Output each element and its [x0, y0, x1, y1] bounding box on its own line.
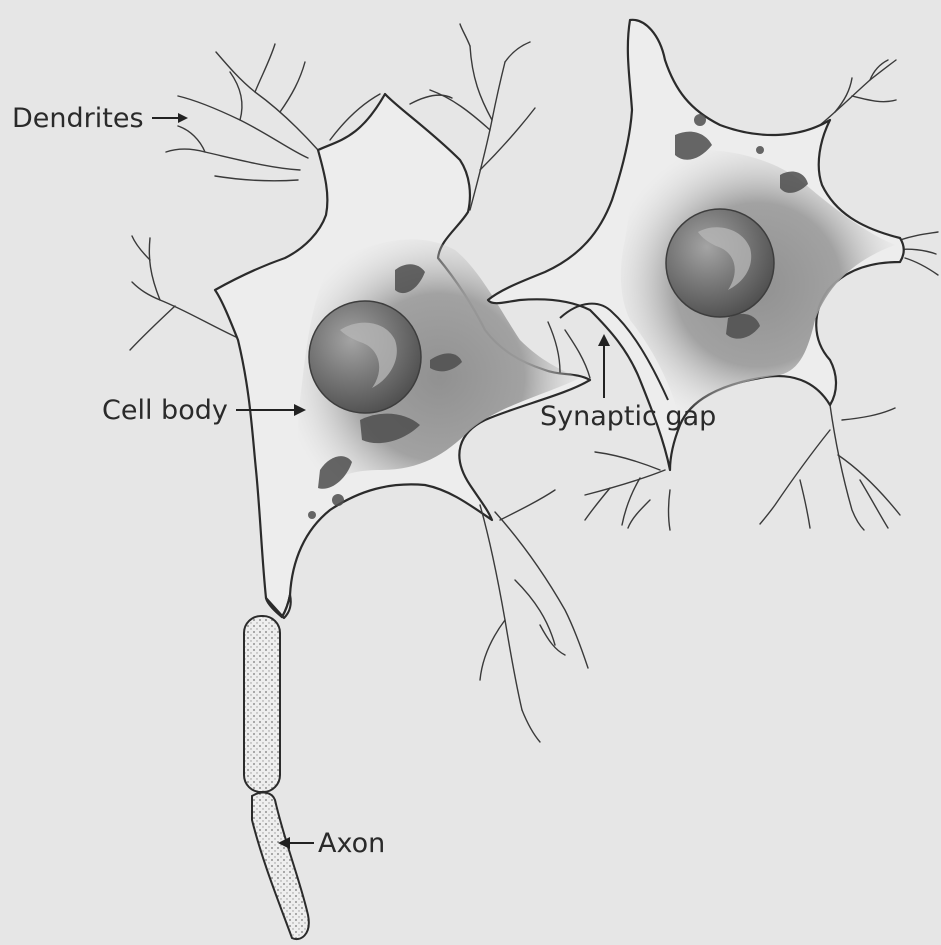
dendrites-bottom-right	[760, 405, 900, 530]
arrowhead-synaptic-gap	[598, 334, 610, 346]
neuron-left	[130, 24, 590, 939]
myelin-sheath-segment-1	[244, 616, 280, 792]
label-dendrites-group: Dendrites	[12, 103, 188, 134]
label-cell-body: Cell body	[102, 395, 228, 426]
neuron-right	[488, 20, 938, 530]
label-axon-group: Axon	[278, 828, 385, 859]
label-synaptic-gap: Synaptic gap	[540, 401, 716, 432]
nucleus-right	[666, 209, 774, 317]
label-dendrites: Dendrites	[12, 103, 144, 134]
myelin-sheath-segment-2	[252, 793, 309, 940]
axon	[244, 595, 309, 939]
dendrites-synapse-branch	[585, 452, 670, 530]
dendrites-lower-right	[480, 490, 588, 742]
dendrites-upper-right	[820, 60, 896, 125]
label-axon: Axon	[318, 828, 385, 859]
nucleus-left	[309, 301, 421, 413]
arrowhead-dendrites	[178, 113, 188, 123]
